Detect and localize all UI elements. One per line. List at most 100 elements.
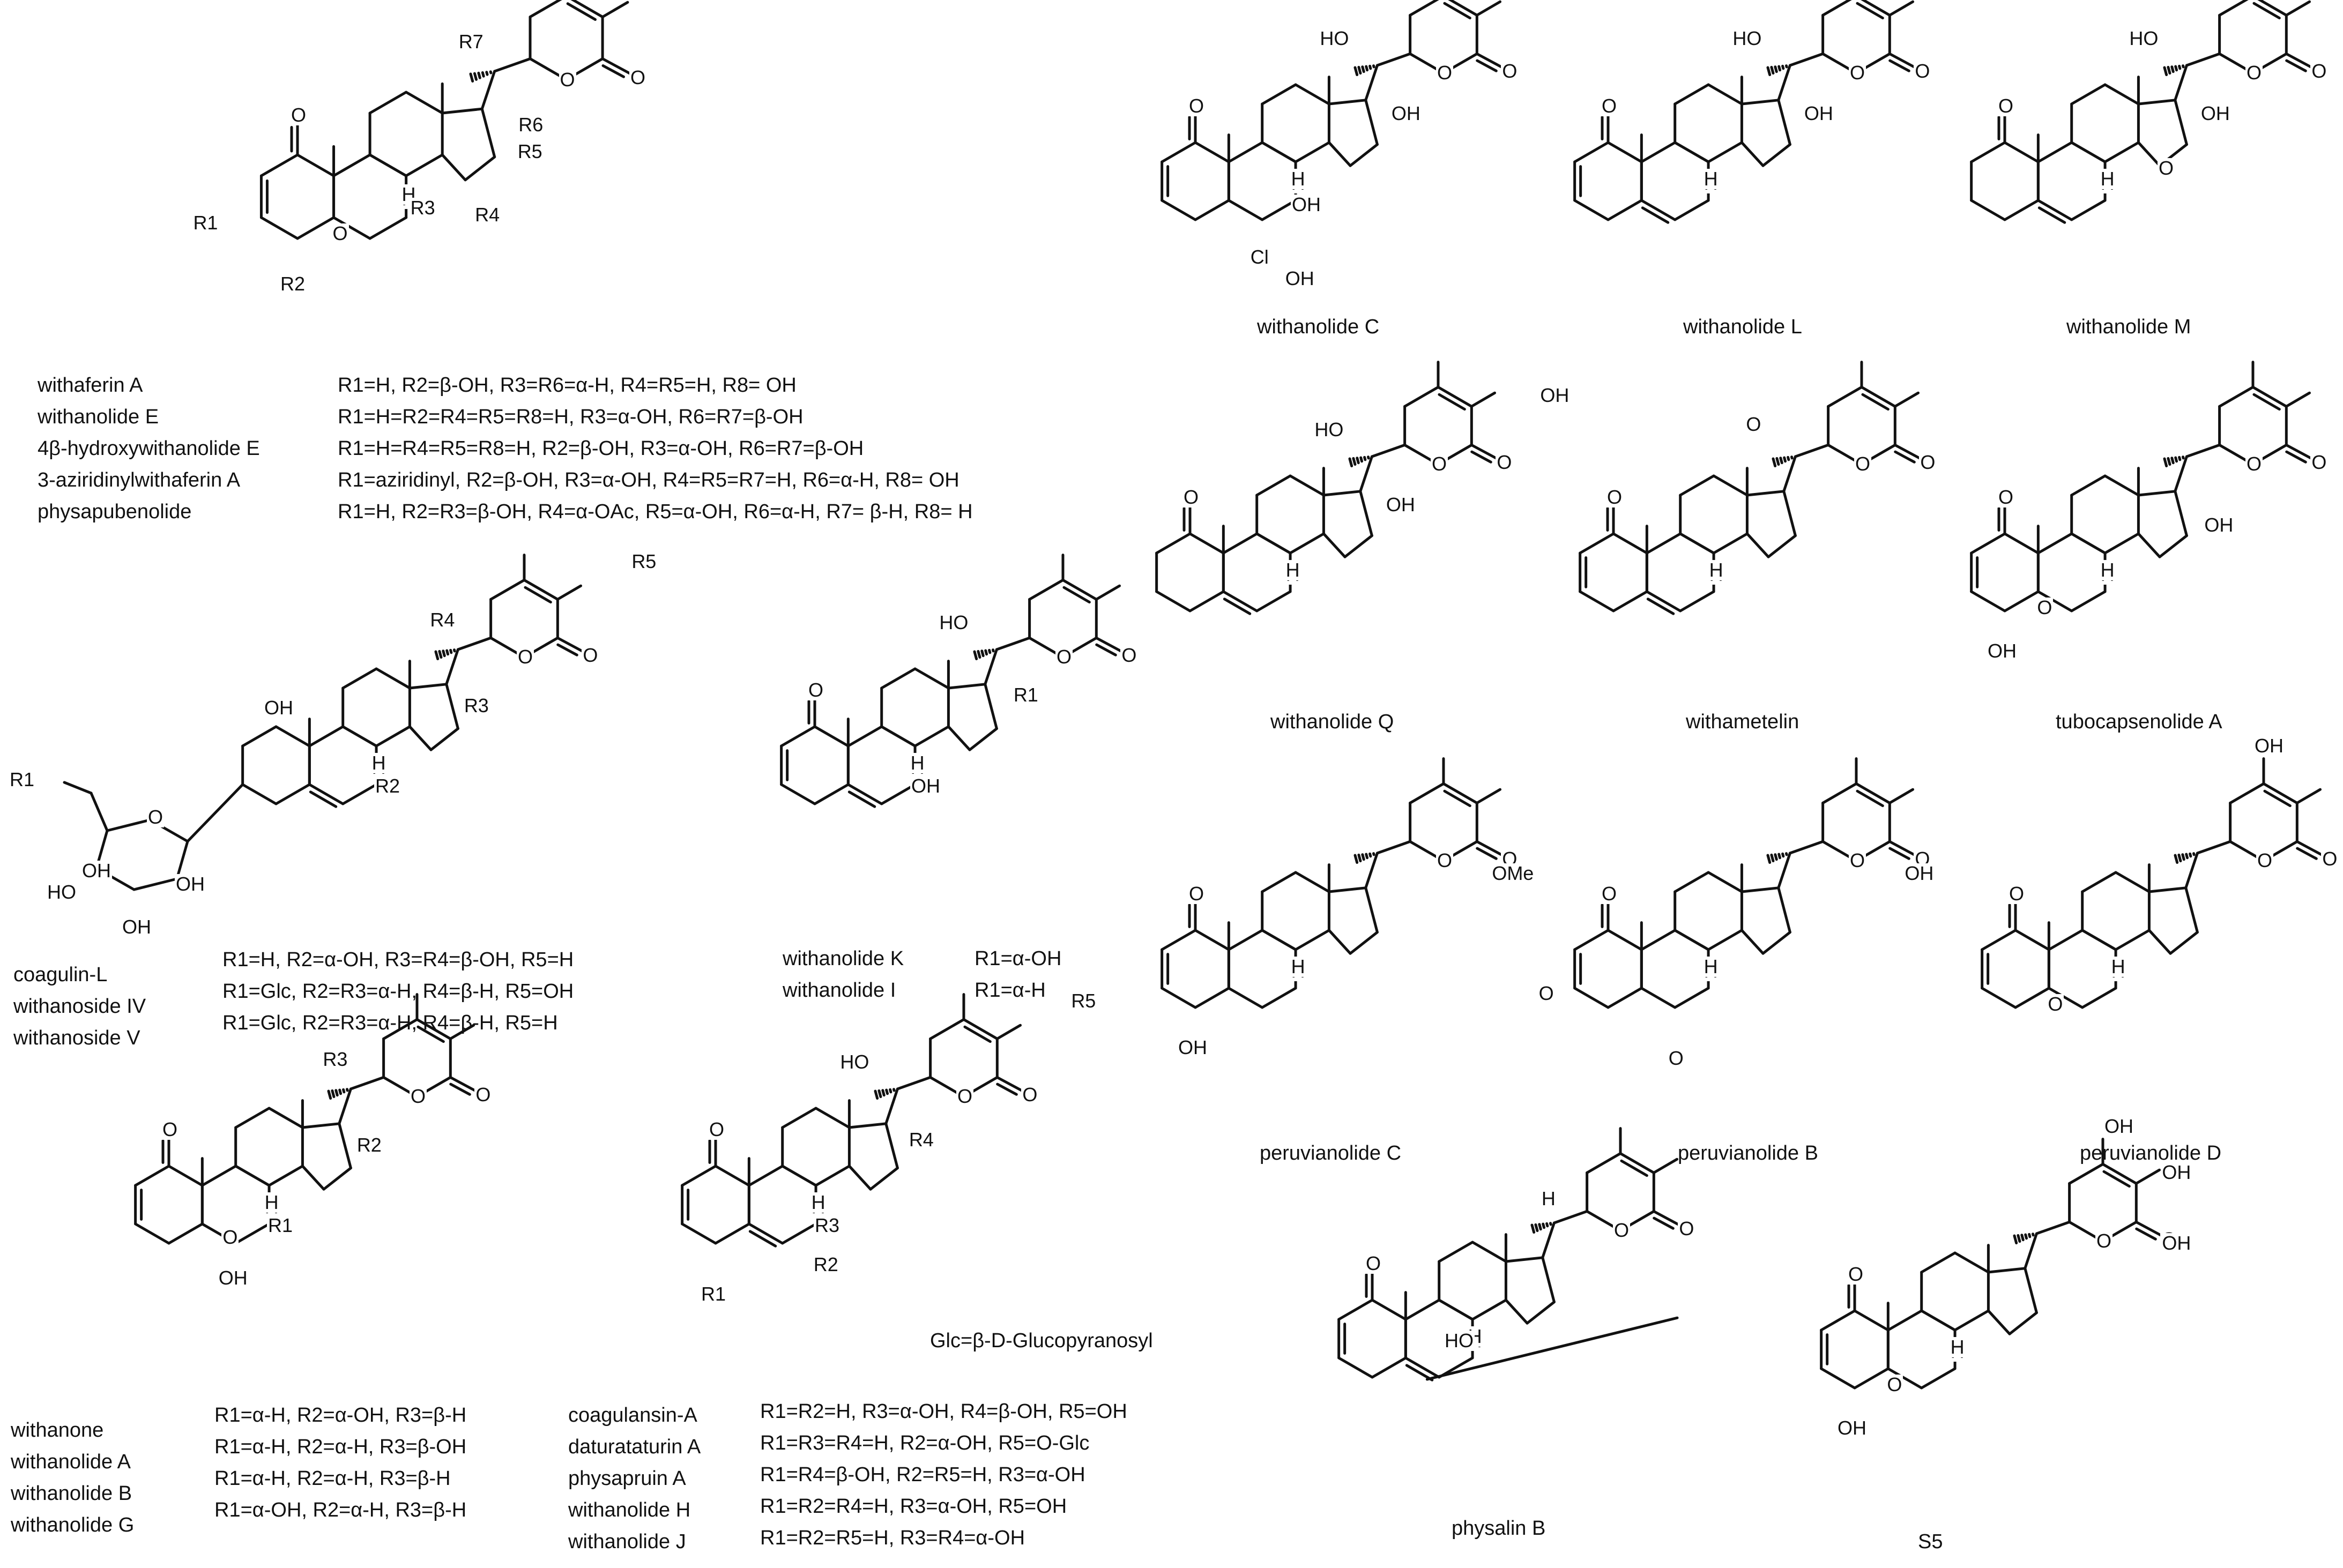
bond bbox=[1953, 1251, 1990, 1274]
bond bbox=[1970, 532, 2006, 555]
bond bbox=[1782, 455, 1797, 493]
bond bbox=[480, 70, 496, 110]
bond bbox=[1370, 443, 1407, 458]
bond bbox=[1322, 490, 1362, 497]
hash-bond bbox=[1770, 853, 1775, 863]
bond bbox=[869, 1167, 899, 1191]
bond bbox=[2036, 141, 2073, 163]
bond bbox=[2003, 532, 2040, 555]
r1-label: R1 bbox=[700, 1283, 727, 1305]
r3-label: R3 bbox=[463, 694, 490, 716]
bond bbox=[274, 783, 311, 805]
double-bond bbox=[1646, 598, 1675, 615]
bond bbox=[846, 725, 883, 748]
ring-oxygen-atom: O bbox=[147, 806, 165, 828]
hydroxy-atom: OH bbox=[2161, 1161, 2192, 1184]
double-bond bbox=[1888, 59, 1910, 72]
double-bond bbox=[601, 64, 626, 78]
bond bbox=[259, 153, 299, 177]
bond bbox=[493, 57, 532, 73]
bond bbox=[813, 783, 850, 805]
bond bbox=[2024, 1267, 2038, 1315]
hydroxy-atom: OH bbox=[910, 775, 942, 797]
hydroxy-atom: HO bbox=[1444, 1330, 1475, 1352]
bond bbox=[375, 725, 411, 748]
bond bbox=[747, 1222, 784, 1245]
double-bond bbox=[1476, 59, 1498, 72]
bond bbox=[2158, 534, 2188, 558]
bond bbox=[1294, 871, 1330, 893]
compound-name: 4β-hydroxywithanolide E bbox=[38, 437, 260, 460]
bond bbox=[2137, 490, 2177, 497]
hash-bond bbox=[2032, 1233, 2035, 1237]
bond bbox=[368, 216, 408, 240]
bond bbox=[1970, 141, 2006, 163]
bond bbox=[1645, 590, 1682, 613]
glycosidic-bond bbox=[186, 783, 244, 843]
bond bbox=[1707, 871, 1743, 893]
hash-bond bbox=[1774, 65, 1778, 73]
substituent-line: R1=aziridinyl, R2=β-OH, R3=α-OH, R4=R5=R… bbox=[338, 469, 959, 491]
bond bbox=[962, 1018, 999, 1040]
hash-bond bbox=[469, 72, 474, 83]
h-atom: H bbox=[1540, 1187, 1557, 1209]
bond bbox=[1777, 886, 1791, 934]
bond bbox=[1612, 590, 1648, 613]
epoxide-oxygen-atom: O bbox=[1886, 1373, 1903, 1395]
bond bbox=[259, 216, 299, 240]
hash-bond bbox=[973, 650, 978, 661]
carbonyl-bond bbox=[449, 1076, 477, 1093]
compound-name: physapubenolide bbox=[38, 501, 192, 523]
methyl-bond bbox=[601, 1, 629, 19]
bond bbox=[1222, 532, 1259, 555]
r3-label: R3 bbox=[322, 1048, 349, 1070]
bond bbox=[1289, 532, 1325, 555]
hash-bond bbox=[1766, 854, 1772, 864]
hydroxy-atom: OH bbox=[2203, 513, 2235, 536]
bond bbox=[1261, 929, 1297, 951]
hash-bond bbox=[881, 1089, 886, 1097]
double-bond bbox=[1620, 1159, 1648, 1177]
bond bbox=[1337, 1356, 1374, 1379]
oxo-atom: O bbox=[161, 1118, 179, 1140]
s3-substituents: R1=α-OH R1=α-H bbox=[975, 943, 1061, 1006]
lactone-oxo-atom: O bbox=[1919, 451, 1937, 473]
lactone-oxo-atom: O bbox=[1496, 451, 1513, 473]
ring-oxygen-atom: O bbox=[1848, 62, 1866, 84]
bond bbox=[2229, 782, 2265, 804]
bond bbox=[2137, 99, 2177, 106]
bond bbox=[338, 1122, 352, 1170]
bond bbox=[1673, 929, 1710, 951]
hash-bond bbox=[1365, 853, 1369, 860]
bond bbox=[984, 648, 998, 686]
double-bond bbox=[1470, 450, 1492, 464]
bond bbox=[1155, 532, 1192, 555]
h-atom: H bbox=[1702, 955, 1719, 978]
bond bbox=[2068, 1162, 2104, 1185]
double-bond bbox=[2263, 789, 2292, 808]
bond bbox=[1227, 141, 1264, 163]
bond bbox=[781, 1107, 817, 1129]
bond bbox=[1471, 1298, 1507, 1321]
caption-withanolide-m: withanolide M bbox=[2066, 316, 2191, 338]
oxo-atom: O bbox=[1601, 882, 1618, 905]
s5-names: coagulansin-A daturataturin A physapruin… bbox=[568, 1400, 701, 1558]
hash-bond bbox=[1775, 457, 1780, 466]
double-bond bbox=[2252, 393, 2281, 411]
hydroxy-atom: OH bbox=[2103, 1115, 2134, 1138]
bond bbox=[1853, 1367, 1890, 1390]
epoxide-oxygen-atom: O bbox=[2158, 157, 2175, 180]
bond bbox=[1375, 840, 1412, 855]
bond bbox=[847, 1122, 888, 1129]
compound-name: withanone bbox=[11, 1419, 104, 1442]
bond bbox=[1552, 1209, 1589, 1224]
hash-bond bbox=[1356, 457, 1360, 465]
oxo-atom: O bbox=[1847, 1263, 1865, 1285]
ring-oxygen-atom: O bbox=[1430, 453, 1448, 475]
hydroxy-atom: OH bbox=[1385, 493, 1416, 516]
bond bbox=[968, 727, 998, 751]
bond bbox=[1194, 929, 1230, 951]
hash-bond bbox=[481, 71, 485, 78]
bond bbox=[2103, 474, 2140, 497]
sugar-bond bbox=[132, 877, 178, 891]
